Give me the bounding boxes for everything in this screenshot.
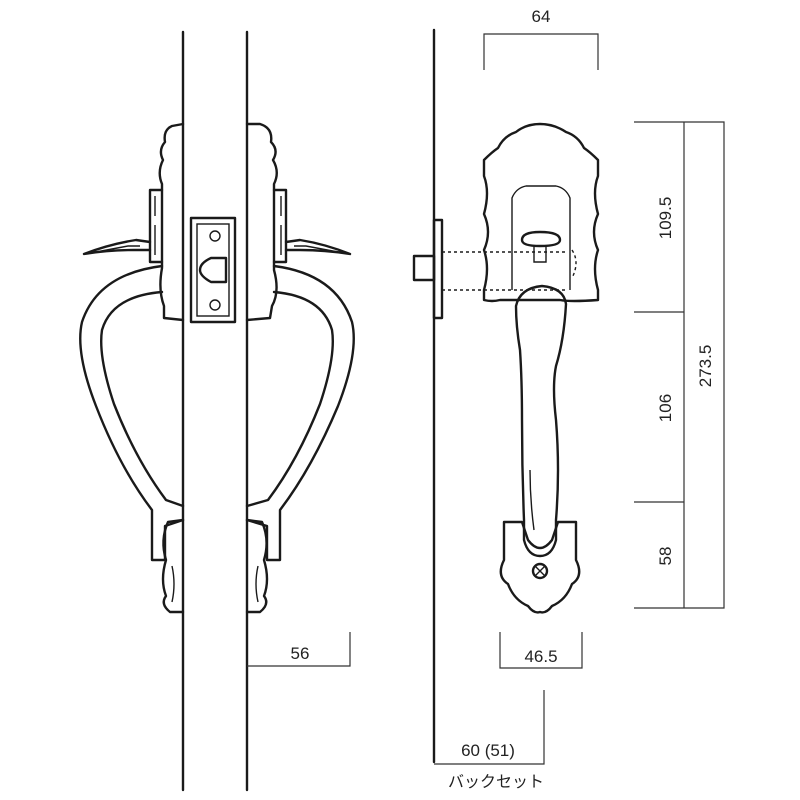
- dim-backset-bracket: [434, 690, 545, 765]
- front-rose-bottom: [499, 520, 581, 614]
- dim-64-label: 64: [532, 7, 551, 26]
- thumbturn-knob-icon: [520, 230, 562, 248]
- dim-56-bracket: [247, 632, 351, 667]
- dim-109-5-label: 109.5: [656, 197, 675, 240]
- front-view: 64 109.5 106 58 273.5 46.5 60 (51) バックセッ…: [412, 7, 725, 791]
- grip-handle-inner: [100, 290, 185, 508]
- left-rose-bottom: [161, 518, 185, 614]
- dim-58-label: 58: [656, 547, 675, 566]
- grip-handle-outer: [79, 264, 185, 562]
- front-pull-handle: [514, 284, 568, 558]
- dim-56-label: 56: [291, 644, 310, 663]
- right-rose-top: [245, 122, 278, 322]
- bottom-screw-icon: [531, 562, 549, 580]
- left-rose-top: [158, 122, 185, 322]
- left-thumbturn-plate: [148, 188, 164, 264]
- grip-handle-inner-right: [245, 290, 334, 508]
- thumbturn-stem: [533, 246, 547, 263]
- dim-106-label: 106: [656, 394, 675, 422]
- dim-64-bracket: [483, 33, 599, 70]
- handle-inner-line: [529, 469, 535, 531]
- right-thumbturn-lever: [284, 238, 352, 256]
- side-view: 56: [79, 30, 355, 792]
- grip-handle-outer-right: [245, 264, 355, 562]
- backset-caption: バックセット: [448, 773, 544, 791]
- latch-bolt: [198, 256, 228, 284]
- right-rose-bottom-detail: [255, 565, 259, 603]
- rose-inner-window: [511, 185, 571, 290]
- front-latch-bolt: [412, 254, 436, 282]
- dim-backset-label: 60 (51): [461, 741, 515, 760]
- dim-273-5-label: 273.5: [696, 345, 715, 388]
- front-latch-plate: [432, 218, 444, 320]
- front-rose-top: [482, 122, 600, 303]
- left-thumbturn-lever: [82, 238, 152, 256]
- left-lever-inner: [95, 245, 140, 253]
- left-rose-bottom-detail: [171, 565, 175, 603]
- strike-plate: [189, 216, 237, 324]
- bottom-screw-slot: [534, 565, 546, 577]
- right-lever-inner: [294, 245, 339, 253]
- dim-rail-outer: [684, 121, 725, 609]
- strike-screw-bottom-icon: [209, 299, 221, 311]
- right-rose-bottom: [245, 518, 269, 614]
- dim-46-5-bracket: [499, 632, 583, 669]
- strike-plate-inner: [196, 223, 230, 317]
- thumbturn-dotted-arc: [571, 249, 577, 279]
- dim-vertical-guides: [634, 121, 684, 609]
- strike-screw-top-icon: [209, 230, 221, 242]
- right-thumbturn-plate: [272, 188, 288, 264]
- dim-46-5-label: 46.5: [524, 647, 557, 666]
